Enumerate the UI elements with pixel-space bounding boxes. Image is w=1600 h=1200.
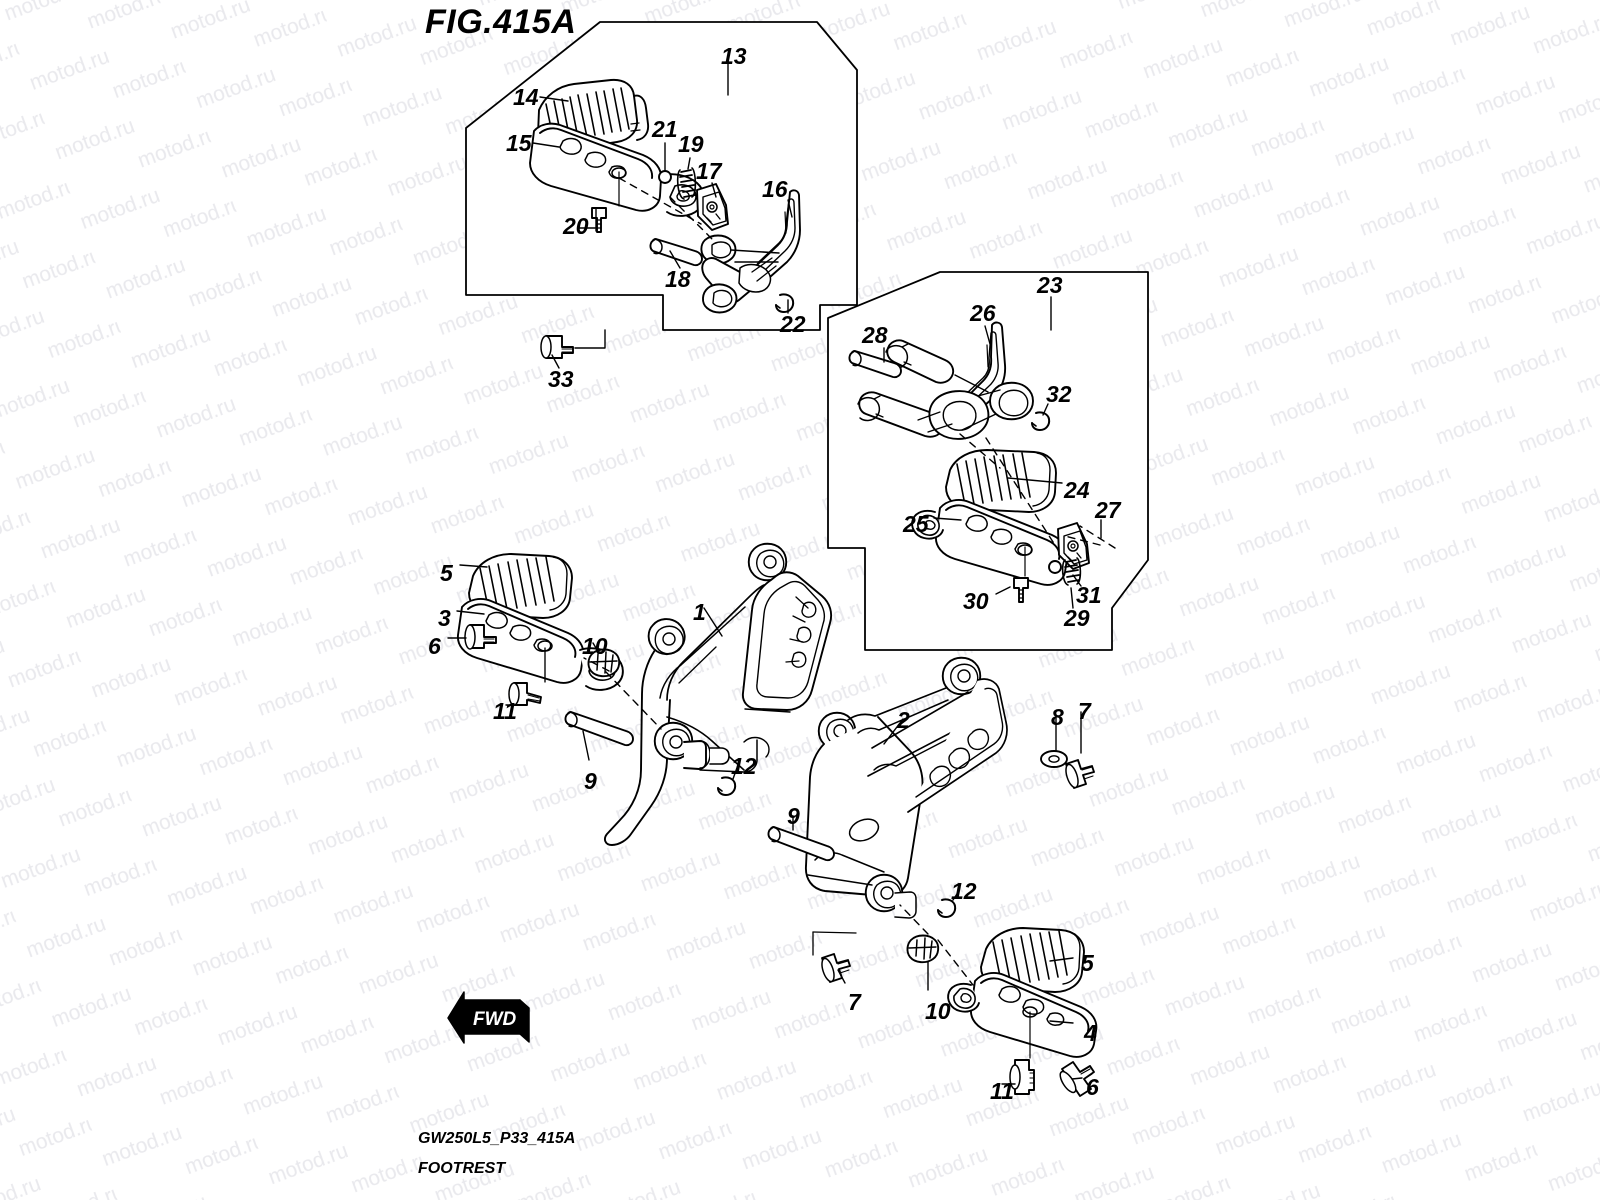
- callout-5-left: 5: [440, 560, 453, 586]
- caption-code: GW250L5_P33_415A: [418, 1130, 576, 1147]
- callout-31: 31: [1076, 582, 1102, 608]
- callout-1: 1: [693, 599, 706, 625]
- callout-10-left: 10: [582, 633, 608, 659]
- callout-7-upper: 7: [1078, 698, 1091, 724]
- callout-28: 28: [862, 322, 888, 348]
- callout-11-right: 11: [990, 1078, 1014, 1104]
- callout-20: 20: [563, 213, 589, 239]
- callout-23: 23: [1037, 272, 1063, 298]
- callout-10-right: 10: [925, 998, 951, 1024]
- callout-18: 18: [665, 266, 691, 292]
- callout-24: 24: [1064, 477, 1090, 503]
- callout-9-right: 9: [787, 803, 800, 829]
- callout-9-left: 9: [584, 768, 597, 794]
- callout-21: 21: [652, 116, 678, 142]
- callout-33: 33: [548, 366, 574, 392]
- caption-name: FOOTREST: [418, 1160, 506, 1177]
- callout-30: 30: [963, 588, 989, 614]
- callout-22: 22: [780, 311, 806, 337]
- callout-26: 26: [970, 300, 996, 326]
- callout-16: 16: [762, 176, 788, 202]
- callout-7-lower: 7: [848, 989, 861, 1015]
- callout-3: 3: [438, 605, 451, 631]
- callout-2: 2: [897, 707, 910, 733]
- callout-32: 32: [1046, 381, 1072, 407]
- callout-15: 15: [506, 130, 532, 156]
- callout-29: 29: [1064, 605, 1090, 631]
- callout-5-right: 5: [1081, 950, 1094, 976]
- figure-title: FIG.415A: [425, 3, 577, 41]
- callout-8: 8: [1051, 704, 1064, 730]
- callout-12-left: 12: [731, 753, 757, 779]
- callout-12-right: 12: [951, 878, 977, 904]
- callout-14: 14: [513, 84, 539, 110]
- callout-27: 27: [1095, 497, 1121, 523]
- callout-17: 17: [696, 158, 722, 184]
- callout-6-right: 6: [1086, 1074, 1099, 1100]
- callout-4: 4: [1084, 1020, 1097, 1046]
- callout-11-left: 11: [493, 698, 517, 724]
- callout-25: 25: [903, 511, 929, 537]
- callout-6-left: 6: [428, 633, 441, 659]
- callout-13: 13: [721, 43, 747, 69]
- callout-19: 19: [678, 131, 704, 157]
